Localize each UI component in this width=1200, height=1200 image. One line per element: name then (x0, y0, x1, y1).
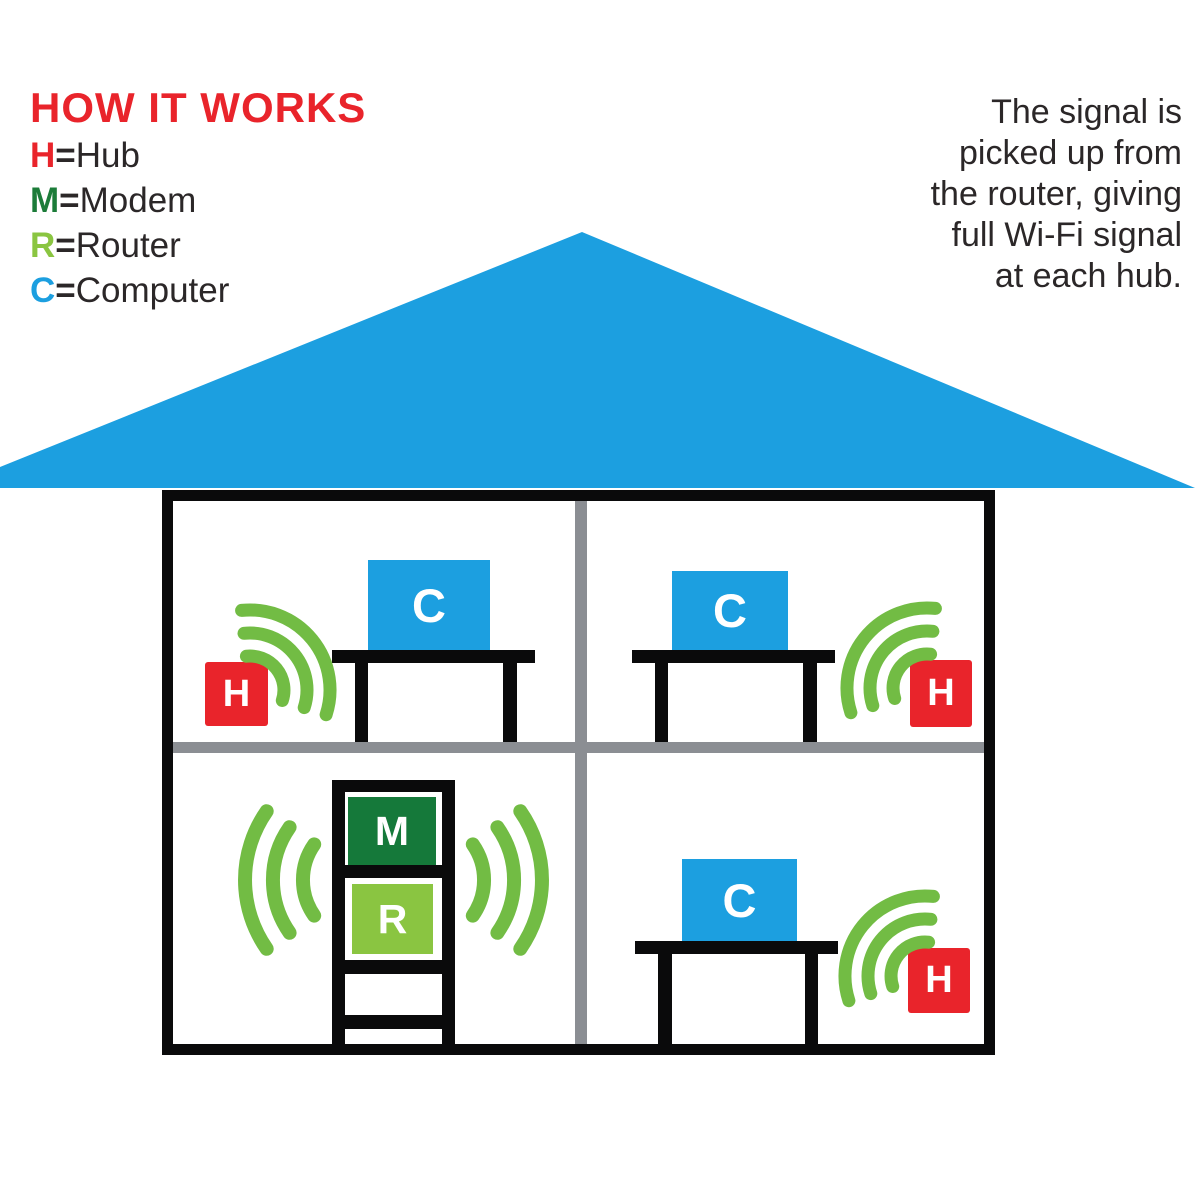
rack-shelf (332, 1015, 455, 1029)
modem-label: M (374, 807, 410, 854)
modem-box: M (348, 797, 436, 865)
legend-item-router: R=Router (30, 223, 229, 268)
computer-box: C (368, 560, 490, 650)
rack-shelf (332, 960, 455, 974)
table-leg (503, 663, 517, 742)
legend-key-modem: M (30, 181, 60, 220)
legend-separator: = (55, 136, 76, 175)
table-leg (803, 663, 817, 742)
page-title: HOW IT WORKS (30, 84, 367, 131)
table-top (632, 650, 835, 663)
legend-separator: = (55, 226, 76, 265)
legend-item-modem: M=Modem (30, 178, 229, 223)
table-leg (805, 954, 818, 1044)
hub-box: H (908, 948, 970, 1013)
computer-label: C (713, 584, 747, 637)
legend-label-router: Router (75, 226, 181, 265)
legend-key-computer: C (30, 271, 56, 310)
table-leg (655, 663, 668, 742)
computer-box: C (672, 571, 788, 650)
hub-box: H (205, 662, 268, 726)
rack-shelf (332, 865, 455, 878)
legend-separator: = (55, 271, 76, 310)
house-roof (0, 232, 1195, 488)
rack-shelf (332, 780, 455, 792)
legend-key-hub: H (30, 136, 56, 175)
legend-item-computer: C=Computer (30, 268, 229, 313)
hub-box: H (910, 660, 972, 727)
roof-triangle (0, 232, 1195, 488)
router-label: R (377, 895, 408, 942)
legend-label-modem: Modem (79, 181, 197, 220)
table-leg (355, 663, 368, 742)
rack-post-right (442, 780, 455, 1044)
router-box: R (352, 884, 433, 954)
computer-label: C (412, 578, 446, 632)
interior-wall-vertical (575, 501, 587, 1044)
legend: H=Hub M=Modem R=Router C=Computer (30, 133, 229, 313)
rack-post-left (332, 780, 345, 1044)
legend-label-hub: Hub (75, 136, 140, 175)
table-top (332, 650, 535, 663)
legend-key-router: R (30, 226, 56, 265)
table-top (635, 941, 838, 954)
annotation-text: The signal is picked up from the router,… (930, 93, 1182, 295)
hub-label: H (925, 959, 953, 1001)
floor-divider (173, 742, 984, 753)
hub-label: H (927, 672, 955, 714)
legend-item-hub: H=Hub (30, 133, 229, 178)
legend-label-computer: Computer (75, 271, 230, 310)
table-leg (658, 954, 672, 1044)
computer-box: C (682, 859, 797, 941)
computer-label: C (722, 873, 757, 927)
hub-label: H (222, 672, 251, 715)
legend-separator: = (59, 181, 80, 220)
